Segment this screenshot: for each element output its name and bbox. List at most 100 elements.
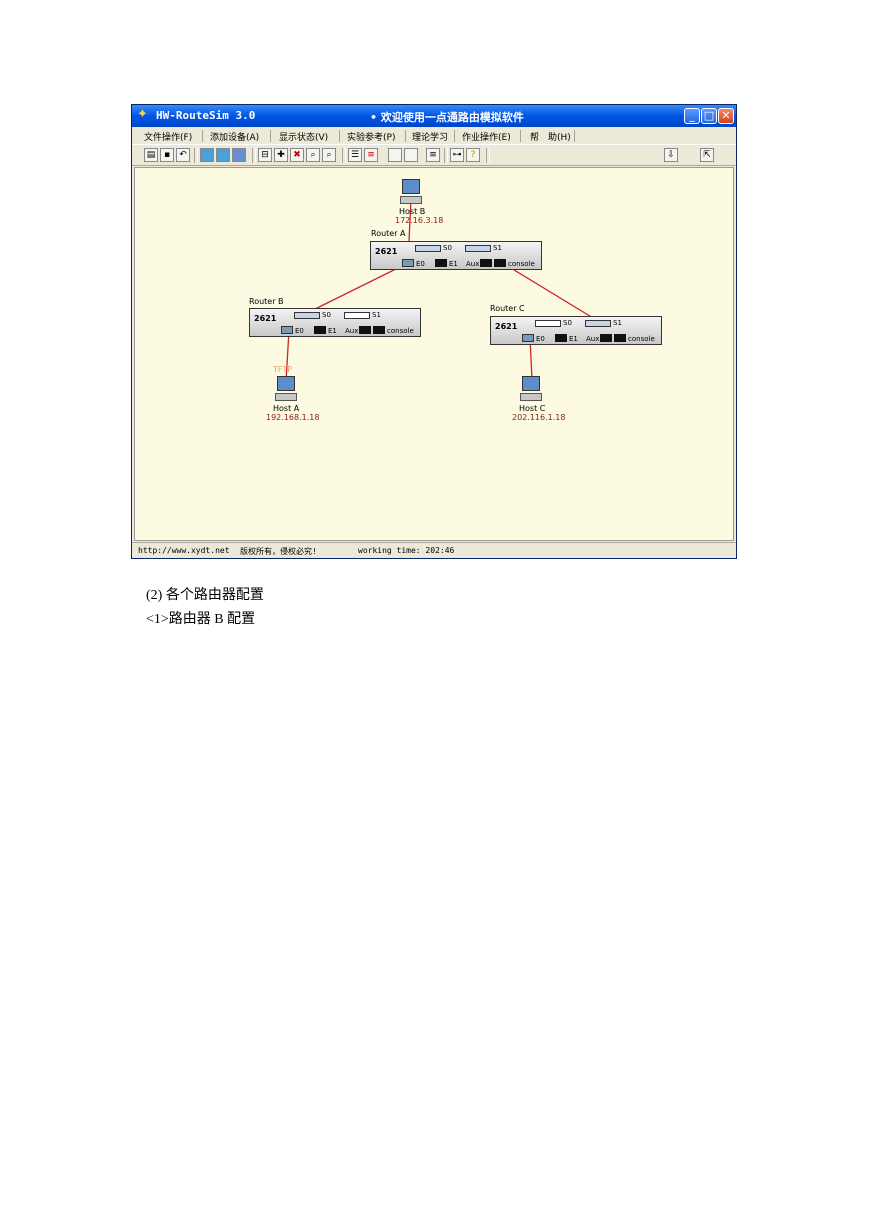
host-c-ip: 202.116.1.18 — [512, 413, 566, 422]
maximize-button[interactable]: □ — [701, 108, 717, 124]
router-c[interactable]: 2621 S0 S1 E0 E1 Aux console — [490, 316, 662, 345]
list-icon[interactable]: ☰ — [348, 148, 362, 162]
save-icon[interactable]: ▪ — [160, 148, 174, 162]
router-a-port-e0[interactable] — [402, 259, 414, 267]
router-a-port-e1[interactable] — [435, 259, 447, 267]
computer-base — [400, 196, 422, 204]
cable-icon[interactable]: ⊶ — [450, 148, 464, 162]
host-b-name: Host B — [399, 207, 426, 216]
router-c-e1-label: E1 — [569, 335, 578, 343]
menu-separator — [405, 130, 406, 142]
router-c-port-aux[interactable] — [600, 334, 612, 342]
toolbar-separator — [342, 148, 346, 163]
link-routerb-hosta — [285, 329, 290, 383]
undo-icon[interactable]: ↶ — [176, 148, 190, 162]
router-b-name: Router B — [249, 297, 284, 306]
window-title: • 欢迎使用一点通路由模拟软件 — [370, 111, 524, 124]
menu-separator — [574, 130, 575, 142]
router-b-e0-label: E0 — [295, 327, 304, 335]
host-c[interactable] — [520, 376, 542, 402]
router-c-port-console[interactable] — [614, 334, 626, 342]
title-bar[interactable]: ✦ HW-RouteSim 3.0 • 欢迎使用一点通路由模拟软件 _ □ ✕ — [132, 105, 736, 127]
status-copyright: 版权所有，侵权必究! — [240, 547, 317, 556]
link-routera-routerb — [304, 262, 409, 315]
router-c-model: 2621 — [495, 322, 518, 331]
app-logo-icon: ✦ — [137, 107, 148, 122]
router-b-s1-label: S1 — [372, 311, 381, 319]
help-icon[interactable]: ? — [466, 148, 480, 162]
router-c-port-s0[interactable] — [535, 320, 561, 327]
menu-homework[interactable]: 作业操作(E) — [462, 133, 511, 143]
toolbar-separator — [252, 148, 256, 163]
zoom-out-icon[interactable]: ⌕ — [322, 148, 336, 162]
router-c-name: Router C — [490, 304, 525, 313]
router-b-port-s0[interactable] — [294, 312, 320, 319]
add-icon[interactable]: ✚ — [274, 148, 288, 162]
router-b-port-s1[interactable] — [344, 312, 370, 319]
menu-help[interactable]: 帮 助(H) — [530, 133, 571, 143]
computer-base — [520, 393, 542, 401]
switch-icon[interactable] — [216, 148, 230, 162]
router-b-port-e1[interactable] — [314, 326, 326, 334]
close-icon: ✕ — [721, 109, 731, 122]
open-icon[interactable]: ▤ — [144, 148, 158, 162]
router-a-s0-label: S0 — [443, 244, 452, 252]
router-b-port-e0[interactable] — [281, 326, 293, 334]
close-button[interactable]: ✕ — [718, 108, 734, 124]
link-icon[interactable]: ⊟ — [258, 148, 272, 162]
host-a[interactable] — [275, 376, 297, 402]
blank-button[interactable] — [388, 148, 402, 162]
router-a[interactable]: 2621 S0 S1 E0 E1 Aux console — [370, 241, 542, 270]
router-c-s1-label: S1 — [613, 319, 622, 327]
toolbar: ▤ ▪ ↶ ⊟ ✚ ✖ ⌕ ⌕ ☰ ≡ ≡ ⊶ ? ⇩ ⇱ — [132, 144, 736, 166]
router-a-port-s0[interactable] — [415, 245, 441, 252]
topology-canvas[interactable]: Host B 172.16.3.18 Router A 2621 S0 S1 E… — [134, 167, 734, 541]
blank-button[interactable] — [404, 148, 418, 162]
minimize-button[interactable]: _ — [684, 108, 700, 124]
router-c-console-label: console — [628, 335, 655, 343]
host-icon[interactable] — [232, 148, 246, 162]
monitor-icon — [402, 179, 420, 194]
monitor-icon — [277, 376, 295, 391]
host-a-tag: TFTP — [273, 365, 293, 374]
router-a-model: 2621 — [375, 247, 398, 256]
router-icon[interactable] — [200, 148, 214, 162]
router-a-port-aux[interactable] — [480, 259, 492, 267]
host-b-ip: 172.16.3.18 — [395, 216, 444, 225]
router-a-e0-label: E0 — [416, 260, 425, 268]
status-url[interactable]: http://www.xydt.net — [138, 546, 230, 555]
status-bar: http://www.xydt.net 版权所有，侵权必究! working t… — [132, 542, 736, 558]
router-a-e1-label: E1 — [449, 260, 458, 268]
router-c-port-e1[interactable] — [555, 334, 567, 342]
router-c-aux-label: Aux — [586, 335, 600, 343]
monitor-icon — [522, 376, 540, 391]
host-a-ip: 192.168.1.18 — [266, 413, 320, 422]
menu-add-device[interactable]: 添加设备(A) — [210, 133, 260, 143]
menu-theory[interactable]: 理论学习 — [412, 133, 449, 143]
router-b-port-console[interactable] — [373, 326, 385, 334]
router-c-e0-label: E0 — [536, 335, 545, 343]
router-a-port-console[interactable] — [494, 259, 506, 267]
delete-icon[interactable]: ✖ — [290, 148, 304, 162]
router-c-port-s1[interactable] — [585, 320, 611, 327]
host-a-name: Host A — [273, 404, 300, 413]
router-a-name: Router A — [371, 229, 406, 238]
config-icon[interactable]: ≡ — [364, 148, 378, 162]
toolbar-separator — [194, 148, 198, 163]
exit-icon[interactable]: ⇱ — [700, 148, 714, 162]
menu-file[interactable]: 文件操作(F) — [144, 133, 193, 143]
status-working-time: working time: 202:46 — [358, 546, 455, 555]
menu-lab-reference[interactable]: 实验参考(P) — [347, 133, 396, 143]
toolbar-separator — [486, 148, 490, 163]
download-icon[interactable]: ⇩ — [664, 148, 678, 162]
router-b-port-aux[interactable] — [359, 326, 371, 334]
router-c-port-e0[interactable] — [522, 334, 534, 342]
zoom-in-icon[interactable]: ⌕ — [306, 148, 320, 162]
router-b[interactable]: 2621 S0 S1 E0 E1 Aux console — [249, 308, 421, 337]
menu-view-status[interactable]: 显示状态(V) — [279, 133, 329, 143]
computer-base — [275, 393, 297, 401]
host-b[interactable] — [400, 179, 422, 205]
router-a-port-s1[interactable] — [465, 245, 491, 252]
text-icon[interactable]: ≡ — [426, 148, 440, 162]
menu-separator — [454, 130, 455, 142]
